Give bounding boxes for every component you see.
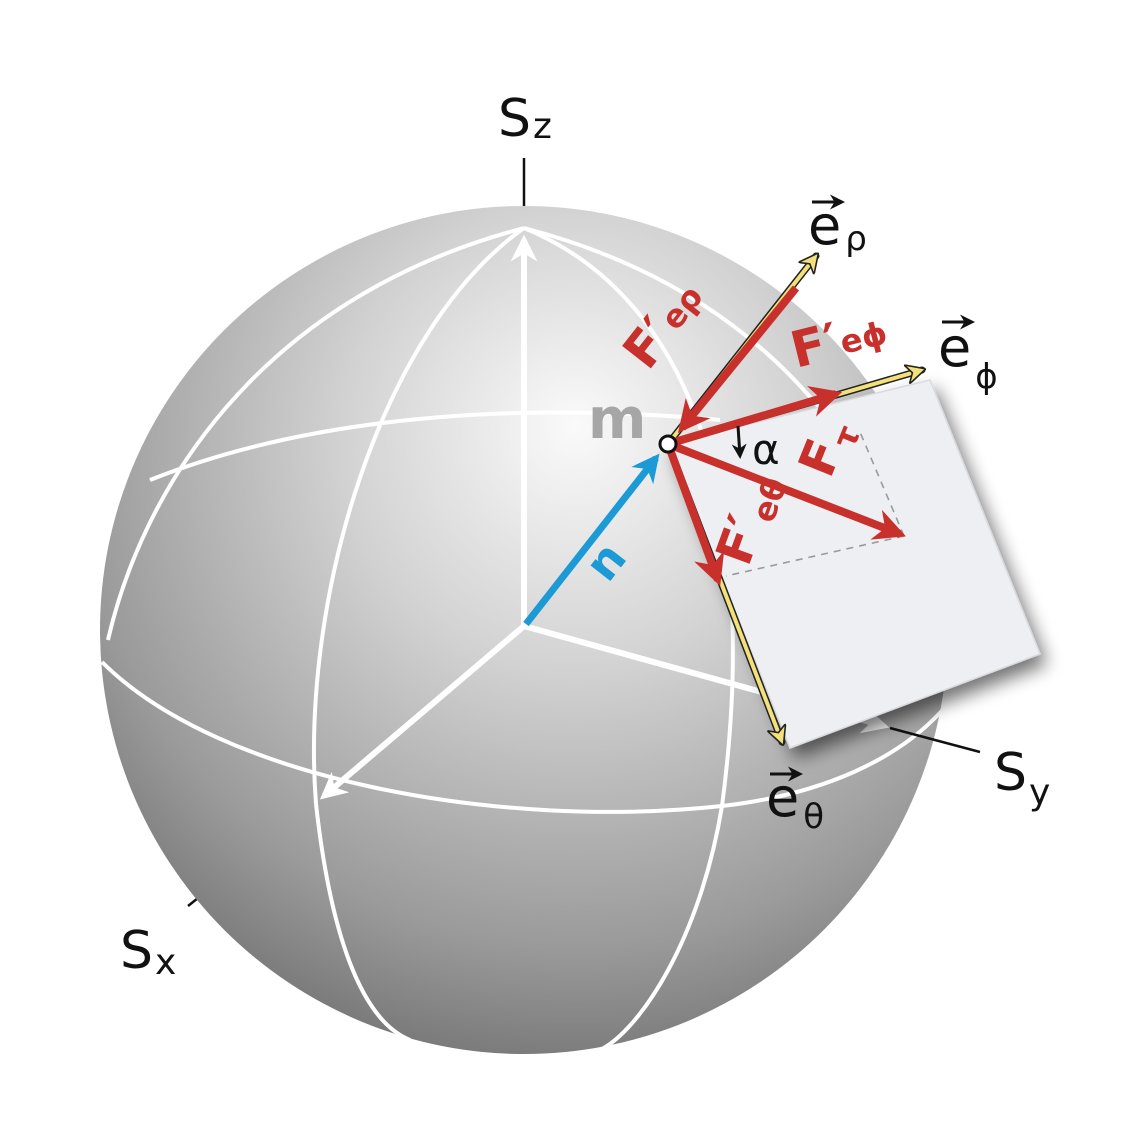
- force-phi-arrow: [666, 385, 843, 448]
- n-vector-arrow: [523, 453, 660, 627]
- tangent-plane: [666, 379, 1041, 749]
- force-rho-arrow: [677, 285, 800, 433]
- alpha-label: α: [752, 425, 780, 474]
- axis-y-label: Sy: [994, 743, 1050, 813]
- axis-y-line: [889, 726, 981, 754]
- force-tau-arrow: [666, 440, 906, 540]
- svg-text:eϕ: eϕ: [938, 316, 998, 397]
- axis-z-label: Sz: [498, 89, 552, 149]
- mass-label: m: [588, 387, 646, 452]
- force-theta-arrow: [664, 442, 725, 587]
- svg-text:eρ: eρ: [808, 194, 867, 259]
- force-vectors: [664, 285, 906, 587]
- svg-text:eθ: eθ: [766, 766, 824, 837]
- axis-x-label: Sx: [120, 921, 176, 983]
- mass-point: [658, 434, 678, 454]
- sphere: [100, 206, 948, 1054]
- alpha-angle-arrow: [731, 425, 747, 459]
